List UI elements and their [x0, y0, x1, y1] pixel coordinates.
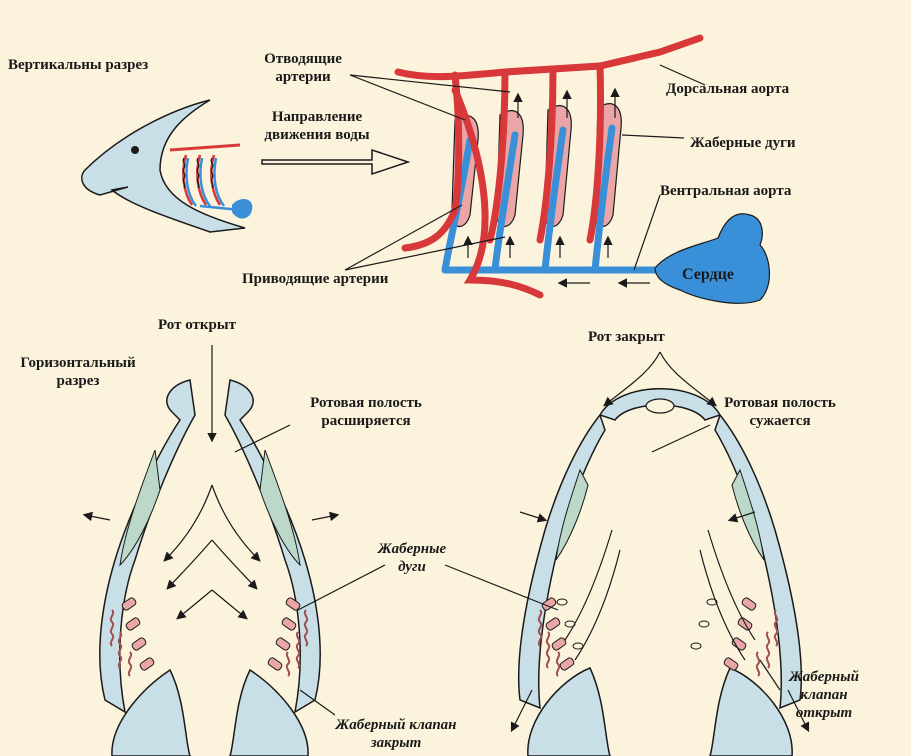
label-dorsal-aorta: Дорсальная аорта — [666, 81, 790, 97]
closed-mouth-opening — [645, 398, 675, 414]
label-valve-closed-line2: закрыт — [370, 735, 422, 751]
label-efferent-arteries-line1: Отводящие — [264, 51, 342, 67]
leader-lines-top — [344, 64, 706, 271]
label-valve-open-line3: открыт — [795, 705, 853, 721]
label-heart: Сердце — [682, 266, 734, 283]
label-water-direction: Направление движения воды — [252, 108, 382, 144]
label-vertical-section: Вертикальны разрез — [8, 57, 149, 73]
label-mouth-closed: Рот закрыт — [588, 329, 665, 345]
label-afferent-arteries: Приводящие артерии — [242, 271, 389, 287]
label-efferent-arteries: Отводящие артерии — [248, 50, 358, 86]
label-gill-arches-mid-line1: Жаберные — [377, 541, 447, 557]
label-horizontal-section-line1: Горизонтальный — [20, 355, 136, 371]
label-valve-closed-line1: Жаберный клапан — [335, 717, 457, 733]
label-cavity-expands-line2: расширяется — [321, 413, 411, 429]
label-horizontal-section-line2: разрез — [56, 373, 100, 389]
water-direction-arrow — [261, 148, 411, 176]
label-cavity-expands-line1: Ротовая полость — [310, 395, 422, 411]
label-gill-arches-mid-line2: дуги — [398, 559, 426, 575]
leader-lines-bottom — [234, 424, 781, 716]
label-water-direction-line1: Направление — [271, 109, 363, 125]
label-valve-open-line2: клапан — [800, 687, 848, 703]
heart-drawing — [654, 213, 771, 304]
gill-circulation — [394, 34, 771, 304]
label-mouth-open: Рот открыт — [158, 317, 236, 333]
section-mouth-open — [82, 345, 340, 756]
label-cavity-shrinks: Ротовая полость сужается — [706, 394, 854, 430]
label-water-direction-line2: движения воды — [264, 127, 370, 143]
fish-eye — [131, 146, 139, 154]
label-cavity-expands: Ротовая полость расширяется — [292, 394, 440, 430]
section-mouth-closed — [510, 351, 810, 756]
label-gill-arches-top: Жаберные дуги — [690, 135, 796, 151]
label-valve-open-line1: Жаберный — [789, 669, 859, 685]
label-ventral-aorta: Вентральная аорта — [660, 183, 792, 199]
label-efferent-arteries-line2: артерии — [275, 69, 331, 85]
label-valve-closed: Жаберный клапан закрыт — [326, 716, 466, 752]
label-gill-arches-mid: Жаберные дуги — [372, 540, 452, 576]
label-valve-open: Жаберный клапан открыт — [776, 668, 872, 722]
small-heart — [232, 198, 253, 219]
label-cavity-shrinks-line1: Ротовая полость — [724, 395, 836, 411]
label-cavity-shrinks-line2: сужается — [749, 413, 811, 429]
label-horizontal-section: Горизонтальный разрез — [6, 354, 150, 390]
fish-head — [81, 99, 253, 233]
